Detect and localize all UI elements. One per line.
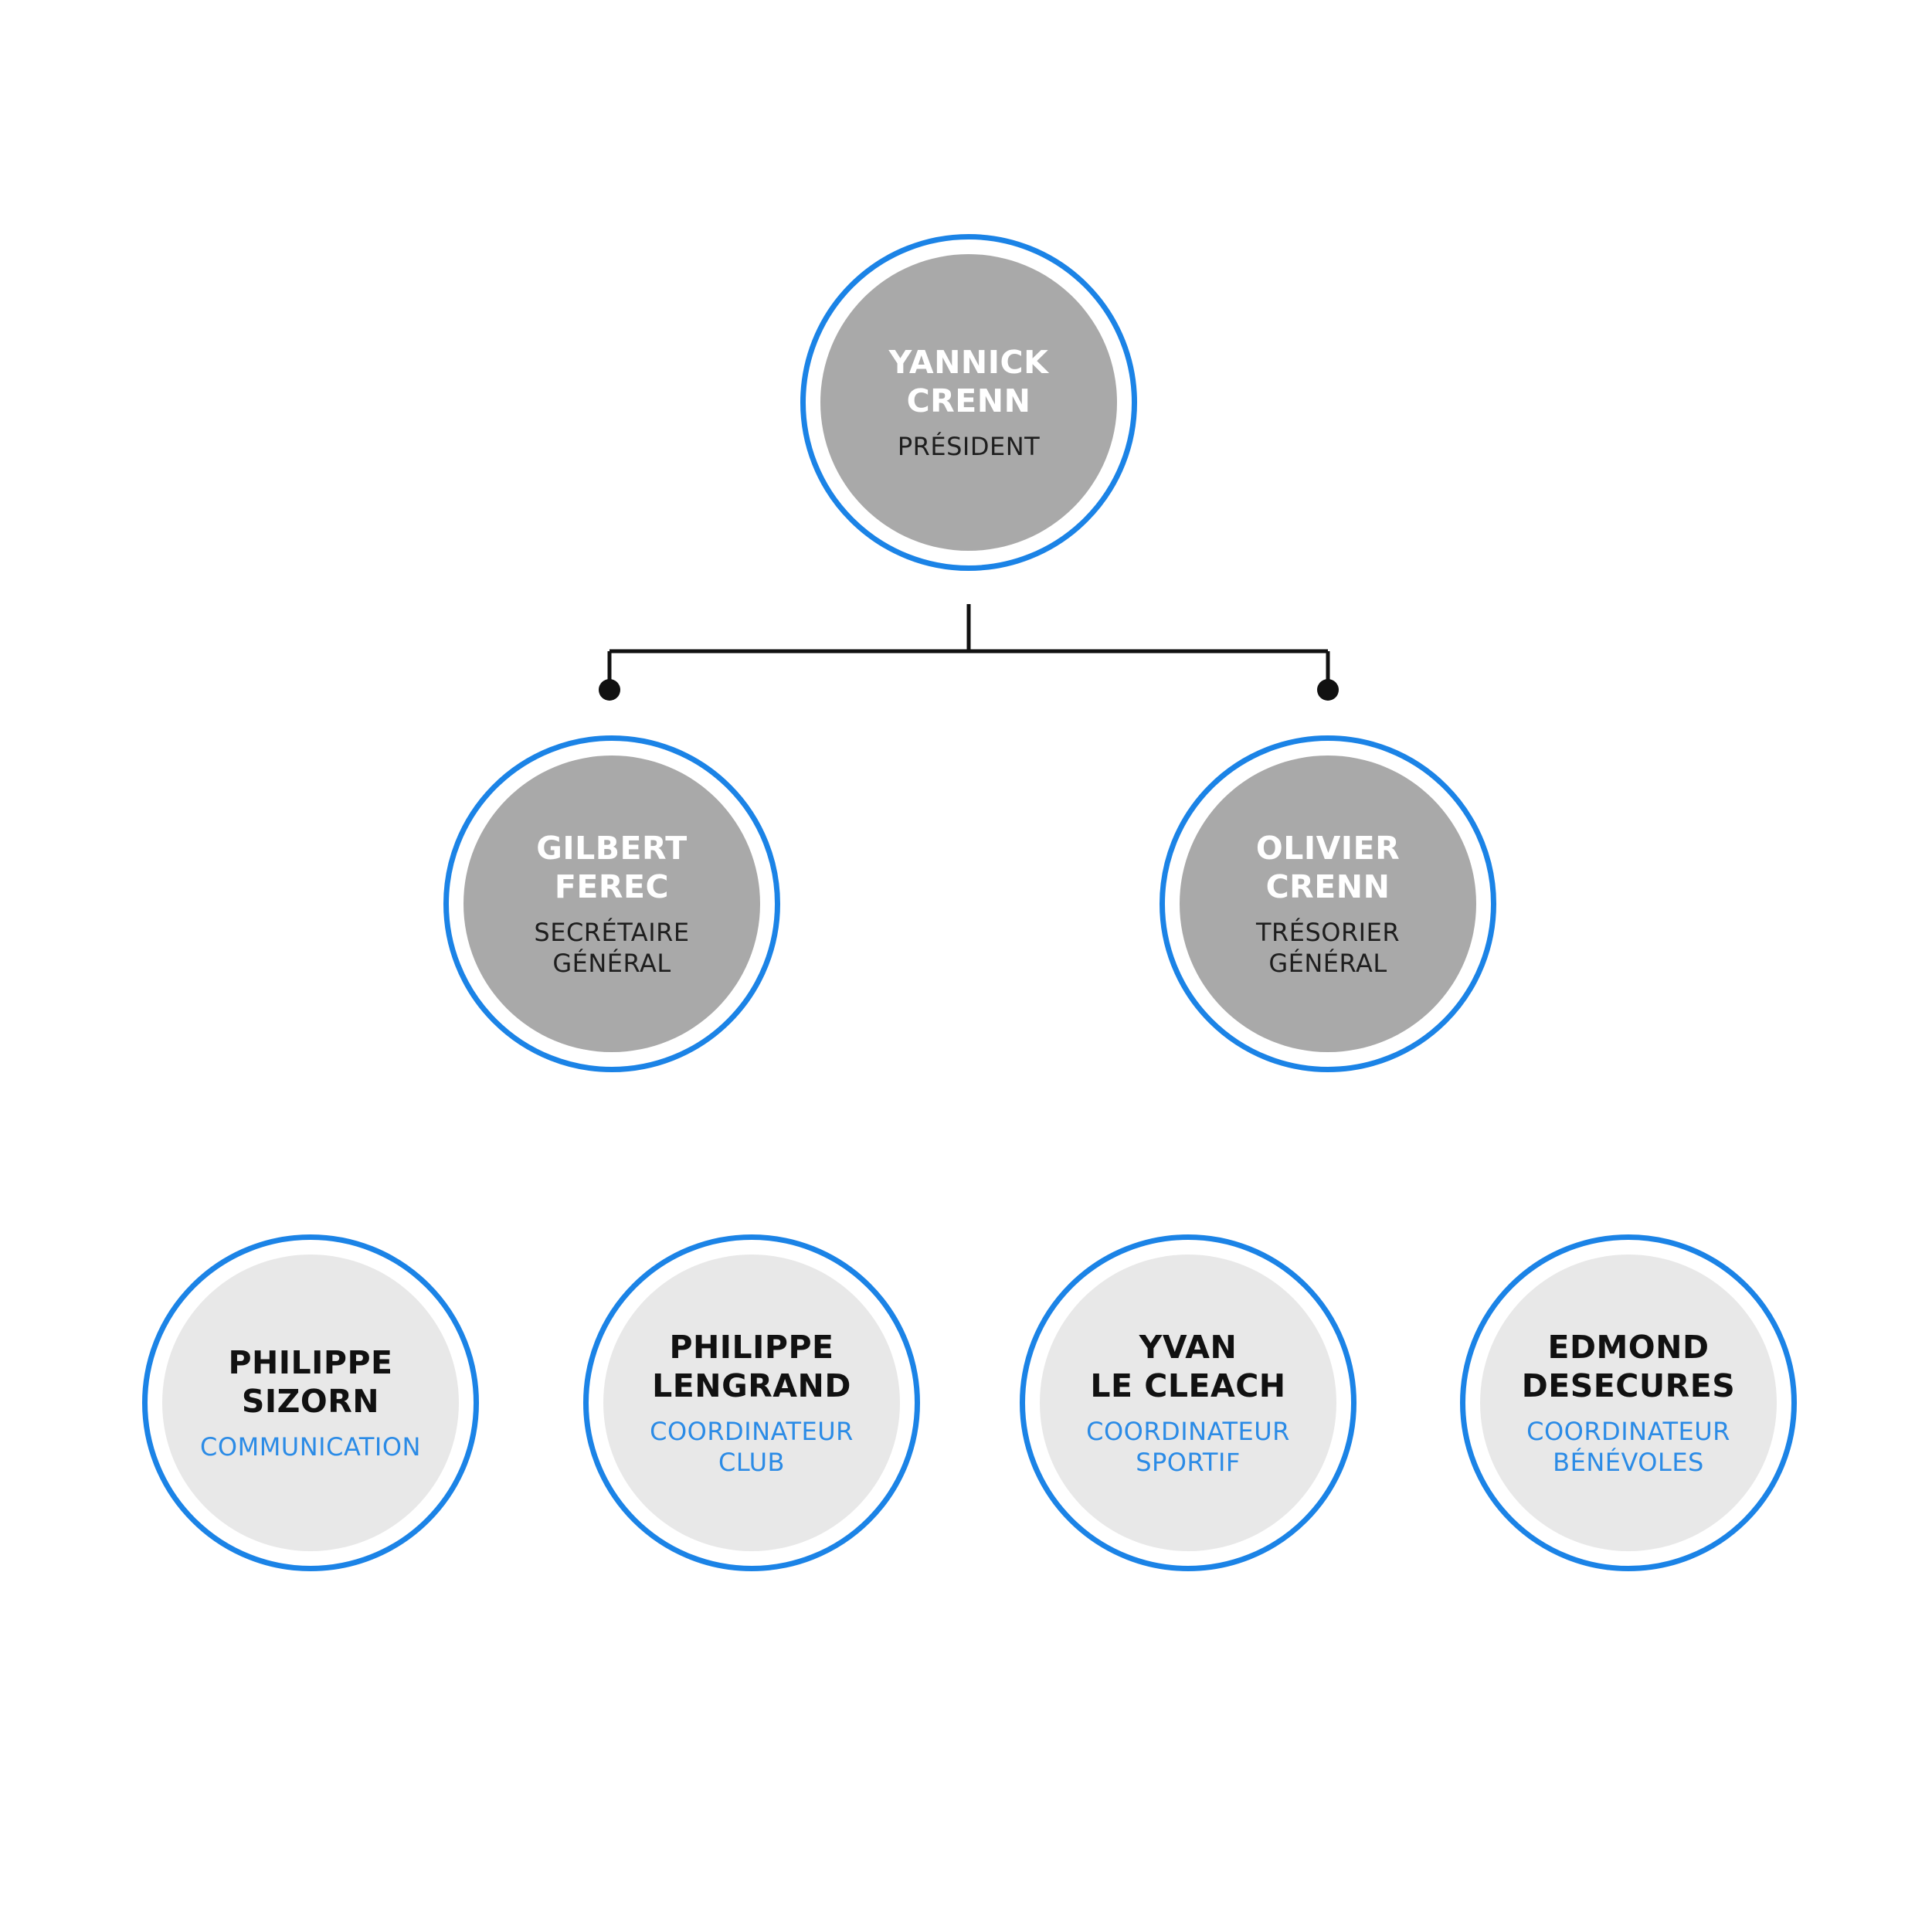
secretary-name: GILBERT FEREC	[536, 830, 688, 905]
president-name: YANNICK CRENN	[888, 344, 1049, 419]
node-secretary: GILBERT FEREC SECRÉTAIRE GÉNÉRAL	[443, 735, 780, 1072]
node-treasurer: OLIVIER CRENN TRÉSORIER GÉNÉRAL	[1160, 735, 1496, 1072]
connector-right-dot	[1317, 679, 1339, 701]
treasurer-role: TRÉSORIER GÉNÉRAL	[1255, 918, 1401, 978]
member-name: PHILIPPE SIZORN	[228, 1344, 393, 1420]
node-treasurer-disc: OLIVIER CRENN TRÉSORIER GÉNÉRAL	[1180, 755, 1476, 1052]
member-role: COMMUNICATION	[200, 1432, 421, 1462]
node-member-disc: PHILIPPE SIZORN COMMUNICATION	[162, 1255, 459, 1551]
president-role: PRÉSIDENT	[897, 432, 1041, 461]
node-member-communication: PHILIPPE SIZORN COMMUNICATION	[142, 1234, 479, 1571]
node-member-disc: EDMOND DESECURES COORDINATEUR BÉNÉVOLES	[1480, 1255, 1777, 1551]
member-role: COORDINATEUR CLUB	[650, 1417, 854, 1477]
node-member-disc: YVAN LE CLEACH COORDINATEUR SPORTIF	[1040, 1255, 1336, 1551]
treasurer-name: OLIVIER CRENN	[1255, 830, 1401, 905]
connector-left-dot	[599, 679, 620, 701]
secretary-role: SECRÉTAIRE GÉNÉRAL	[534, 918, 690, 978]
member-name: YVAN LE CLEACH	[1090, 1329, 1286, 1404]
node-secretary-disc: GILBERT FEREC SECRÉTAIRE GÉNÉRAL	[463, 755, 760, 1052]
member-role: COORDINATEUR BÉNÉVOLES	[1526, 1417, 1730, 1477]
member-name: EDMOND DESECURES	[1521, 1329, 1736, 1404]
node-member-disc: PHILIPPE LENGRAND COORDINATEUR CLUB	[603, 1255, 900, 1551]
node-member-coordinateur-sportif: YVAN LE CLEACH COORDINATEUR SPORTIF	[1020, 1234, 1356, 1571]
member-name: PHILIPPE LENGRAND	[652, 1329, 851, 1404]
node-member-coordinateur-club: PHILIPPE LENGRAND COORDINATEUR CLUB	[583, 1234, 920, 1571]
node-member-coordinateur-benevoles: EDMOND DESECURES COORDINATEUR BÉNÉVOLES	[1460, 1234, 1797, 1571]
member-role: COORDINATEUR SPORTIF	[1086, 1417, 1290, 1477]
node-president-disc: YANNICK CRENN PRÉSIDENT	[820, 254, 1117, 551]
node-president: YANNICK CRENN PRÉSIDENT	[800, 234, 1137, 571]
